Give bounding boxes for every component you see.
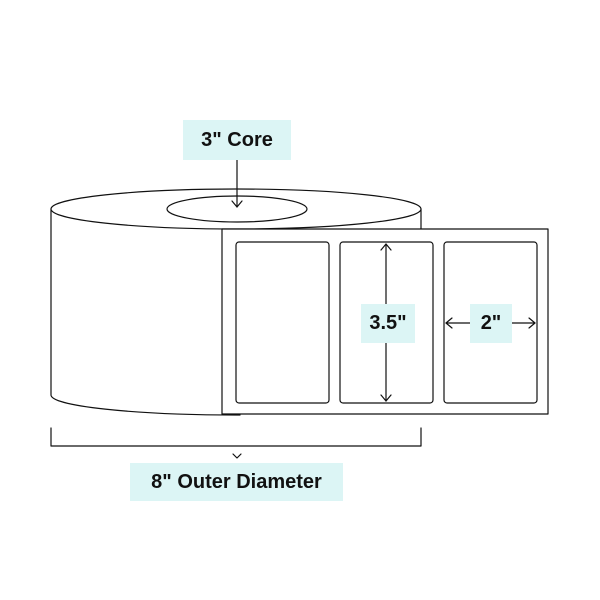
core-size-callout: 3" Core <box>183 120 291 160</box>
label-width-text: 2" <box>480 312 502 334</box>
label-width-callout: 2" <box>470 304 512 343</box>
height-arrow-top <box>380 243 392 251</box>
outer-diameter-callout: 8" Outer Diameter <box>130 463 343 501</box>
outer-diameter-tick <box>232 453 242 459</box>
width-arrow-left <box>445 317 453 329</box>
outer-diameter-label: 8" Outer Diameter <box>151 470 322 493</box>
label-1 <box>235 241 330 404</box>
height-arrow-bottom <box>380 394 392 402</box>
label-height-callout: 3.5" <box>361 304 415 343</box>
core-arrow-head <box>231 200 243 208</box>
outer-diameter-bracket <box>50 427 422 447</box>
core-size-label: 3" Core <box>201 128 273 151</box>
label-height-text: 3.5" <box>369 312 407 334</box>
roll-body-outline <box>50 208 241 416</box>
width-arrow-right <box>528 317 536 329</box>
